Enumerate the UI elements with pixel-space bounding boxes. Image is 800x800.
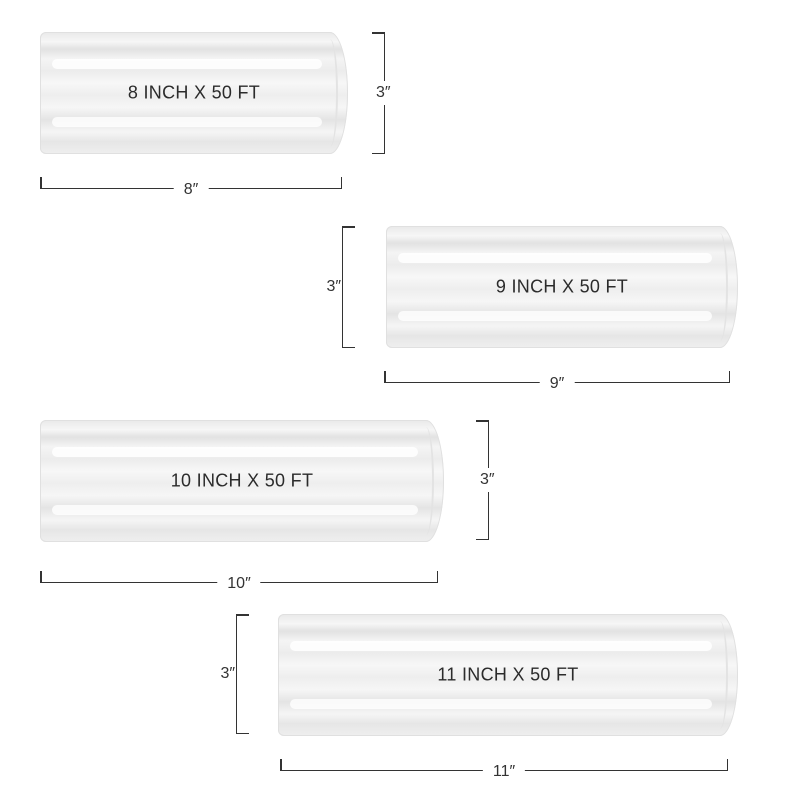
height-dimension: 3″ bbox=[220, 614, 249, 734]
height-dimension: 3″ bbox=[372, 32, 391, 154]
width-dimension: 10″ bbox=[40, 570, 438, 593]
height-dimension-label: 3″ bbox=[376, 81, 391, 105]
width-dimension-label: 11″ bbox=[482, 763, 526, 781]
height-dimension-label: 3″ bbox=[220, 662, 235, 686]
width-dimension-label: 9″ bbox=[539, 375, 575, 393]
height-dimension-label: 3″ bbox=[326, 275, 341, 299]
height-dimension: 3″ bbox=[476, 420, 495, 540]
roll-label: 10 INCH X 50 FT bbox=[170, 470, 314, 491]
roll-11-inch: 11 INCH X 50 FT bbox=[278, 614, 738, 736]
roll-label: 11 INCH X 50 FT bbox=[437, 664, 579, 685]
height-dimension: 3″ bbox=[326, 226, 355, 348]
roll-label: 9 INCH X 50 FT bbox=[495, 276, 629, 297]
roll-label: 8 INCH X 50 FT bbox=[127, 82, 261, 103]
roll-10-inch: 10 INCH X 50 FT bbox=[40, 420, 444, 542]
roll-8-inch: 8 INCH X 50 FT bbox=[40, 32, 348, 154]
height-dimension-label: 3″ bbox=[480, 468, 495, 492]
roll-9-inch: 9 INCH X 50 FT bbox=[386, 226, 738, 348]
width-dimension: 11″ bbox=[280, 758, 728, 781]
width-dimension-label: 8″ bbox=[173, 181, 209, 199]
width-dimension: 8″ bbox=[40, 176, 342, 199]
width-dimension-label: 10″ bbox=[217, 575, 261, 593]
width-dimension: 9″ bbox=[384, 370, 730, 393]
